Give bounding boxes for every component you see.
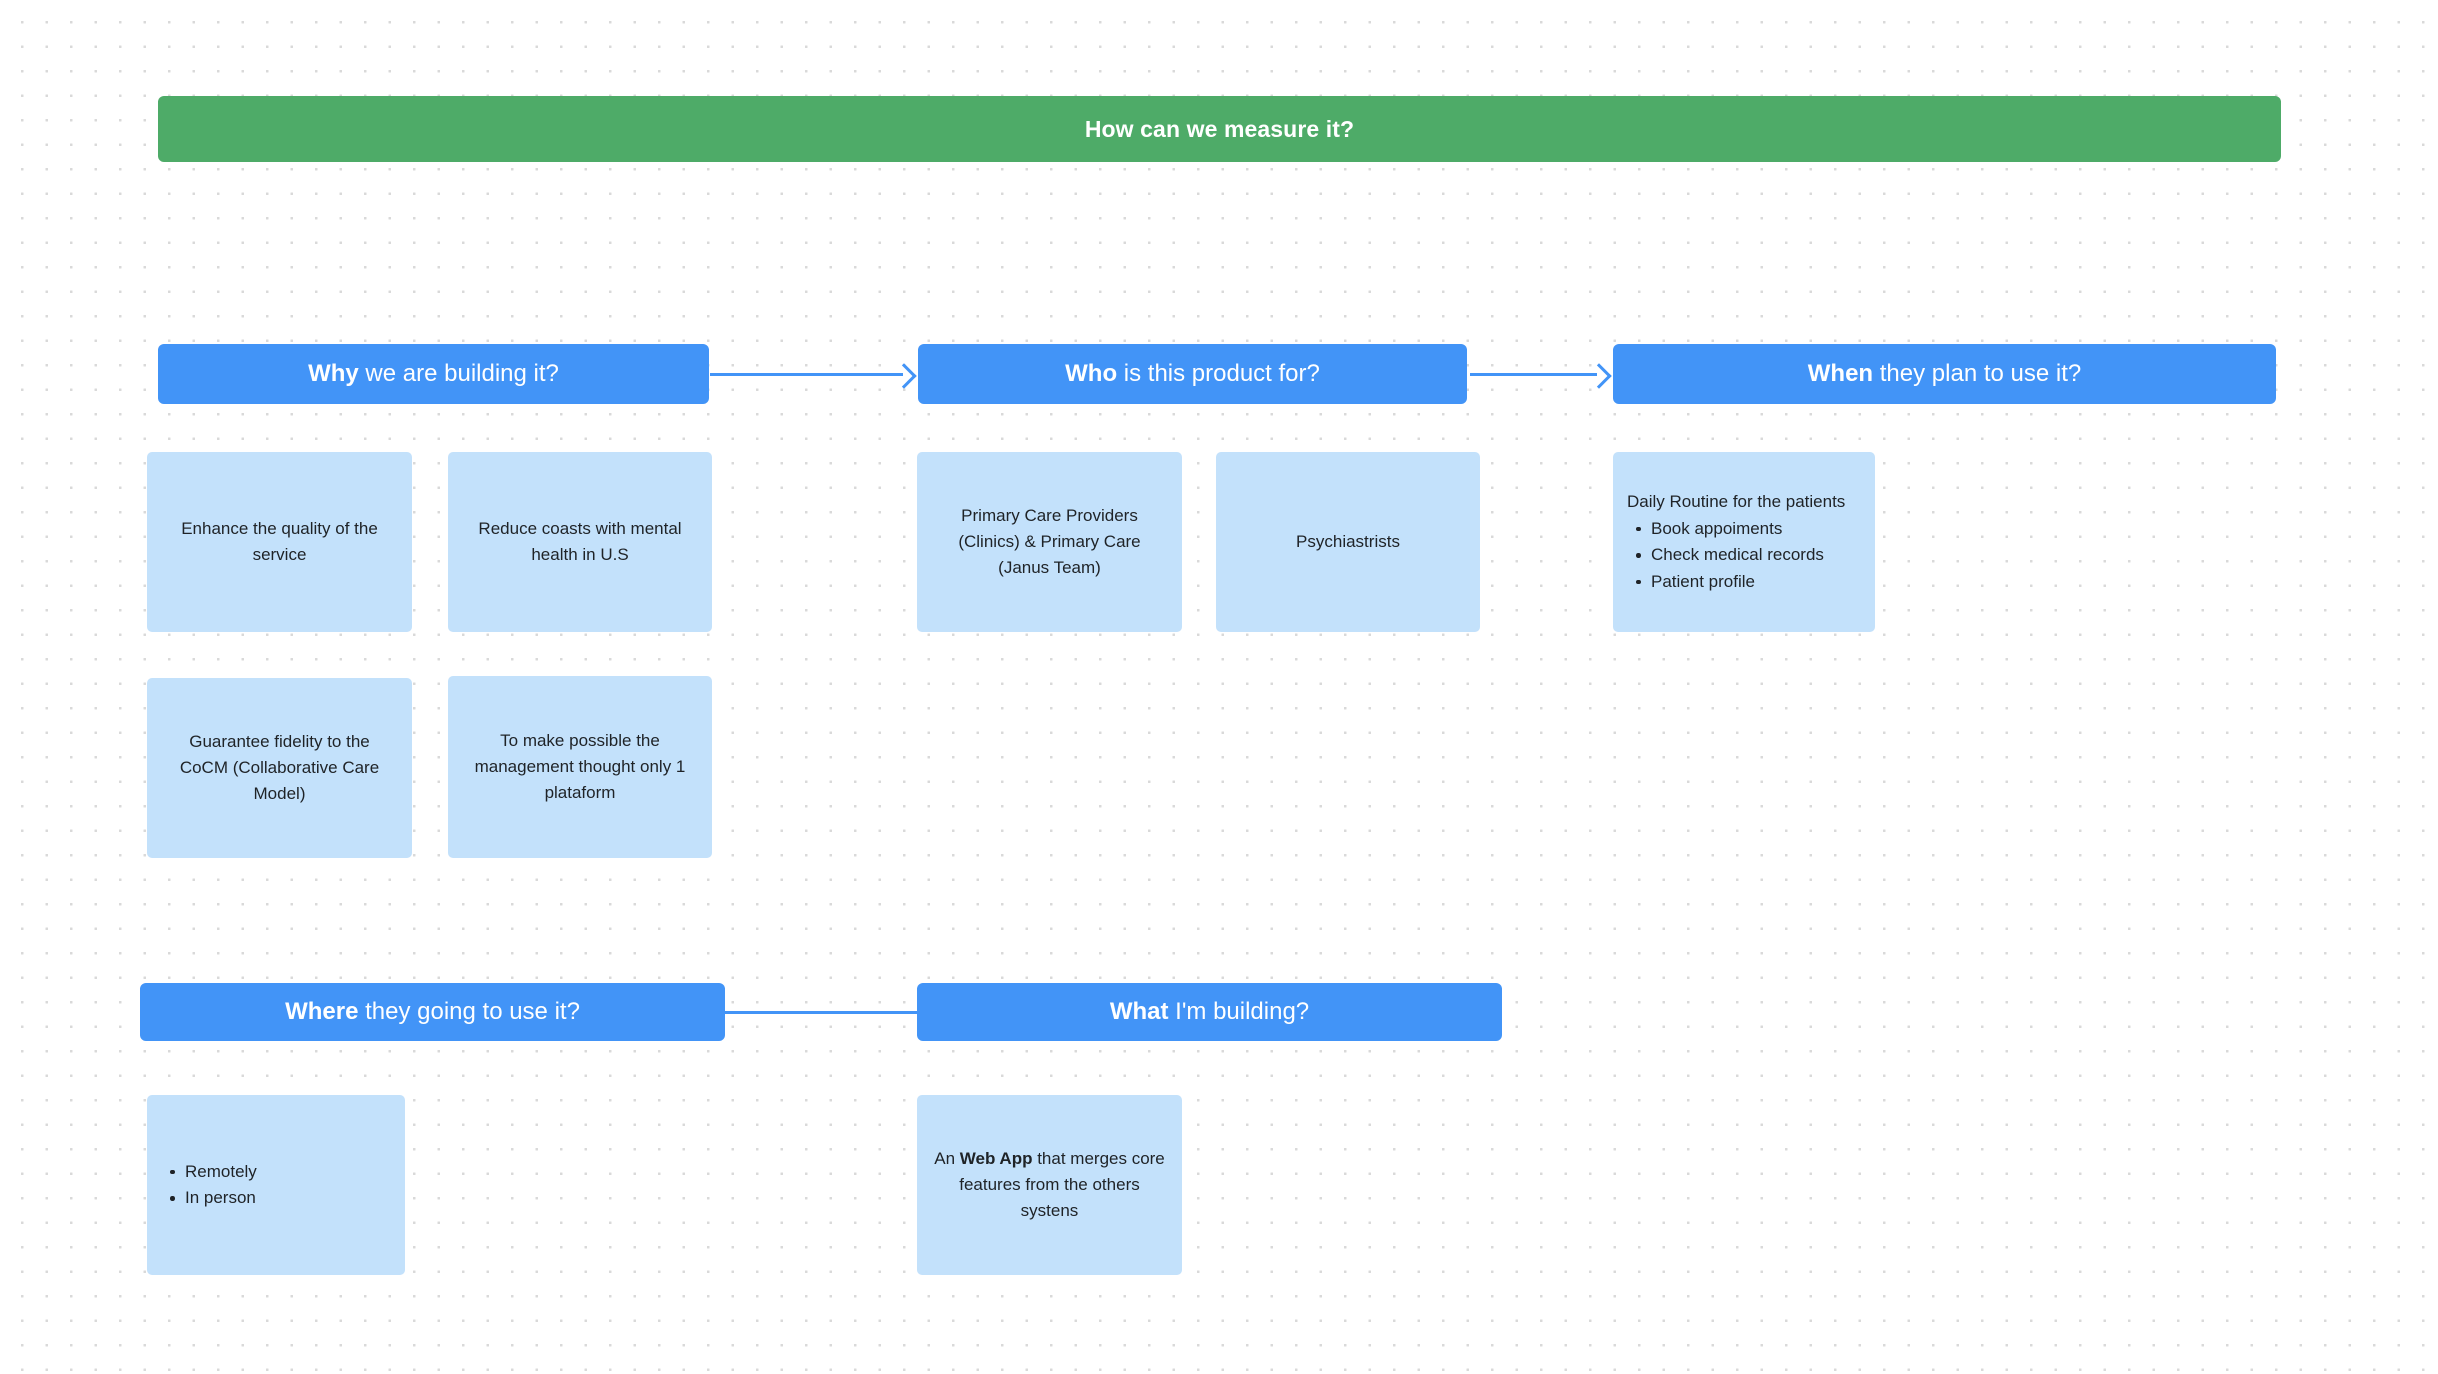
arrowhead-why-to-who (891, 363, 917, 389)
header-where-lead: Where (285, 998, 359, 1025)
card-when-1[interactable]: Daily Routine for the patients Book appo… (1613, 452, 1875, 632)
header-where-text: Where they going to use it? (285, 997, 580, 1027)
card-when-heading: Daily Routine for the patients (1627, 492, 1846, 512)
connector-where-to-what (724, 1011, 920, 1014)
card-when-list: Book appoiments Check medical records Pa… (1627, 516, 1861, 595)
list-item: Patient profile (1627, 569, 1861, 595)
header-who-rest: is this product for? (1117, 360, 1320, 387)
card-what-1-text: An Web App that merges core features fro… (933, 1146, 1166, 1223)
list-item: Remotely (161, 1159, 391, 1185)
card-what-1[interactable]: An Web App that merges core features fro… (917, 1095, 1182, 1275)
card-what-prefix: An (934, 1149, 960, 1169)
banner-title: How can we measure it? (1084, 115, 1355, 142)
banner-how-can-we-measure-it[interactable]: How can we measure it? (158, 96, 2281, 162)
header-when-lead: When (1807, 360, 1874, 387)
card-why-1-text: Enhance the quality of the service (181, 519, 378, 564)
header-who-text: Who is this product for? (1065, 359, 1320, 389)
header-where-rest: they going to use it? (358, 998, 580, 1025)
card-why-3-text: Guarantee fidelity to the CoCM (Collabor… (179, 732, 380, 803)
card-why-2[interactable]: Reduce coasts with mental health in U.S (448, 452, 712, 632)
header-who-lead: Who (1065, 360, 1118, 387)
card-where-1[interactable]: Remotely In person (147, 1095, 405, 1275)
header-where[interactable]: Where they going to use it? (140, 983, 725, 1041)
header-why[interactable]: Why we are building it? (158, 344, 709, 404)
connector-why-to-who (710, 373, 903, 376)
arrowhead-who-to-when (1586, 363, 1612, 389)
header-what-text: What I'm building? (1110, 997, 1309, 1027)
card-why-3[interactable]: Guarantee fidelity to the CoCM (Collabor… (147, 678, 412, 858)
card-who-1[interactable]: Primary Care Providers (Clinics) & Prima… (917, 452, 1182, 632)
card-where-list: Remotely In person (161, 1159, 391, 1212)
card-what-suffix: that merges core features from the other… (959, 1149, 1165, 1220)
card-when-1-content: Daily Routine for the patients Book appo… (1627, 489, 1861, 595)
card-why-4[interactable]: To make possible the management thought … (448, 676, 712, 858)
header-who[interactable]: Who is this product for? (918, 344, 1467, 404)
card-why-4-text: To make possible the management thought … (474, 731, 686, 802)
header-when[interactable]: When they plan to use it? (1613, 344, 2276, 404)
header-what-rest: I'm building? (1168, 998, 1310, 1025)
list-item: Book appoiments (1627, 516, 1861, 542)
list-item: Check medical records (1627, 542, 1861, 568)
header-when-rest: they plan to use it? (1873, 360, 2082, 387)
header-why-rest: we are building it? (358, 360, 559, 387)
header-what-lead: What (1109, 998, 1169, 1025)
card-who-2[interactable]: Psychiastrists (1216, 452, 1480, 632)
header-what[interactable]: What I'm building? (917, 983, 1502, 1041)
card-who-1-text: Primary Care Providers (Clinics) & Prima… (958, 506, 1141, 577)
card-why-1[interactable]: Enhance the quality of the service (147, 452, 412, 632)
list-item: In person (161, 1185, 391, 1211)
card-why-2-text: Reduce coasts with mental health in U.S (478, 519, 682, 564)
card-who-2-text: Psychiastrists (1296, 532, 1400, 552)
header-why-text: Why we are building it? (308, 359, 559, 389)
card-where-1-content: Remotely In person (161, 1159, 391, 1212)
connector-who-to-when (1470, 373, 1597, 376)
header-why-lead: Why (308, 360, 359, 387)
card-what-emphasis: Web App (959, 1149, 1033, 1169)
header-when-text: When they plan to use it? (1808, 359, 2081, 389)
